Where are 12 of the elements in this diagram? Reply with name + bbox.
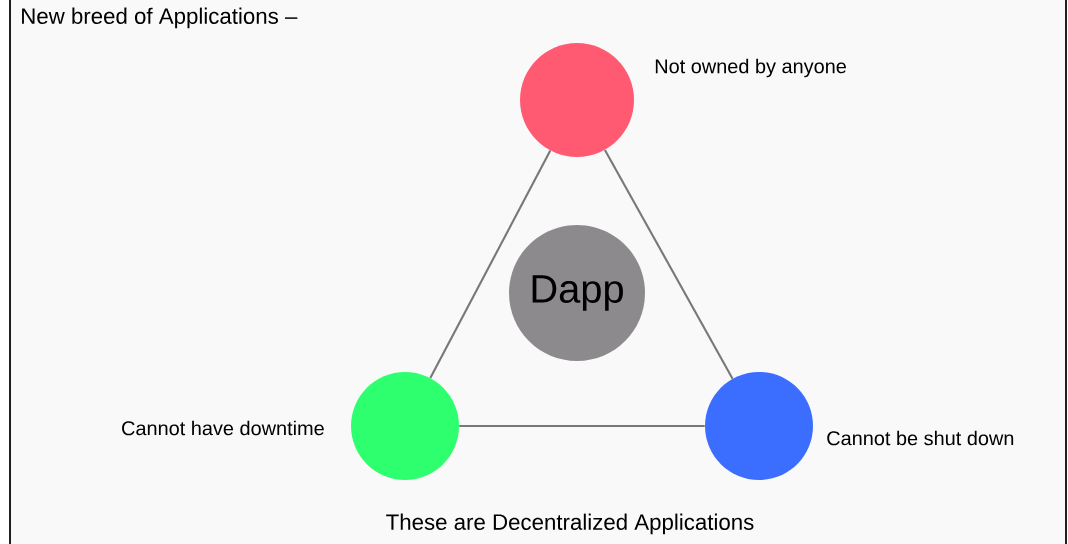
circle-node: Dapp	[509, 225, 645, 361]
connector-line	[459, 424, 705, 428]
circle	[351, 372, 459, 480]
caption: These are Decentralized Applications	[386, 513, 754, 535]
circle	[520, 43, 634, 157]
node-caption: Not owned by anyone	[655, 58, 846, 78]
title: New breed of Applications –	[22, 7, 298, 29]
connector-line	[429, 150, 552, 379]
connector-line	[603, 149, 734, 380]
node-caption: Cannot be shut down	[827, 430, 1014, 446]
circle	[705, 372, 813, 480]
node-caption: Cannot have downtime	[122, 420, 324, 436]
